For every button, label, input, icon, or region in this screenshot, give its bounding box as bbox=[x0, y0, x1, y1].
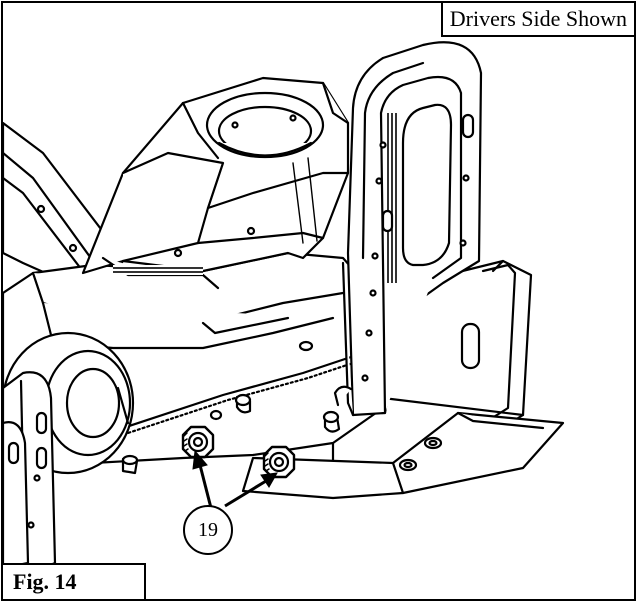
view-note-label: Drivers Side Shown bbox=[440, 3, 634, 37]
hex-nut-right bbox=[262, 445, 296, 479]
mounting-studs bbox=[121, 385, 353, 475]
vertical-bracket-plate bbox=[341, 41, 483, 417]
hex-nut-left bbox=[181, 425, 215, 459]
callout-leader-arrows bbox=[192, 449, 278, 509]
figure-number-label: Fig. 14 bbox=[3, 563, 146, 599]
frame-bracket-illustration bbox=[3, 41, 565, 575]
item-callout-circle: 19 bbox=[183, 505, 233, 555]
main-frame-rail bbox=[3, 251, 385, 475]
left-lower-plate bbox=[3, 421, 30, 570]
shock-tower bbox=[81, 76, 350, 290]
